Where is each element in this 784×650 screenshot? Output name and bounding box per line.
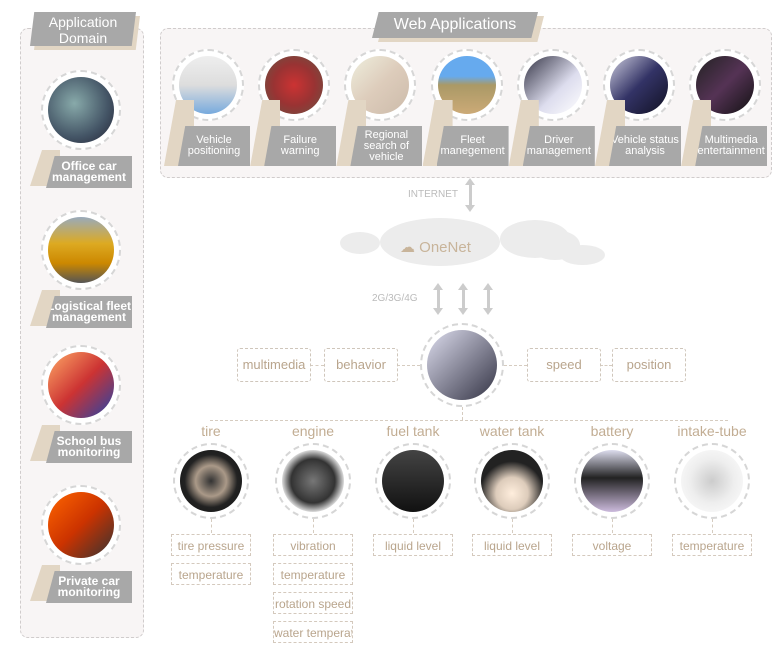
position-box: position	[612, 348, 686, 382]
internet-label: INTERNET	[408, 189, 458, 200]
web-app-label[interactable]: Failure warning	[264, 126, 337, 166]
sensor-tag: rotation speed	[273, 592, 353, 614]
sensor-tag: temperature	[273, 563, 353, 585]
arrow-icon	[433, 283, 443, 315]
private-car-photo	[41, 485, 121, 565]
speed-box: speed	[527, 348, 601, 382]
fleet-photo	[430, 49, 503, 121]
sensor-tag: voltage	[572, 534, 652, 556]
arrow-icon	[465, 178, 475, 212]
arrow-icon	[483, 283, 493, 315]
cloud-icon	[340, 232, 380, 254]
sensor-tag: vibration	[273, 534, 353, 556]
trucks-photo	[41, 210, 121, 290]
web-applications-title: Web Applications	[372, 12, 538, 38]
multimedia-box: multimedia	[237, 348, 311, 382]
behavior-box: behavior	[324, 348, 398, 382]
office-cars-photo	[41, 70, 121, 150]
cloud-logo-icon: ☁	[400, 239, 415, 256]
web-app-label[interactable]: Multimedia entertainment	[695, 126, 768, 166]
truck-photo	[420, 323, 504, 407]
domain-item-label[interactable]: School bus monitoring	[46, 431, 132, 463]
intake-tube-photo	[674, 443, 750, 519]
sensor-name: fuel tank	[386, 423, 440, 439]
sensor-name: intake-tube	[677, 423, 747, 439]
onenet-text: OneNet	[419, 239, 471, 256]
cloud-icon	[530, 230, 580, 260]
sensor-tag: liquid level	[472, 534, 552, 556]
sensor-tag: temperature	[171, 563, 251, 585]
arrow-icon	[458, 283, 468, 315]
web-app-label[interactable]: Fleet manegement	[436, 126, 509, 166]
web-app-label[interactable]: Vehicle status analysis	[609, 126, 681, 166]
sensor-tag: tire pressure	[171, 534, 251, 556]
web-app-label[interactable]: Regional search of vehicle	[350, 126, 423, 166]
sensor-tag: water temperatur	[273, 621, 353, 643]
mobile-network-label: 2G/3G/4G	[372, 293, 418, 304]
school-bus-photo	[41, 345, 121, 425]
sensor-name: tire	[201, 423, 221, 439]
sensor-name: battery	[590, 423, 634, 439]
water-tank-photo	[474, 443, 550, 519]
onenet-label: ☁ OneNet	[400, 238, 471, 256]
cloud-icon	[380, 218, 500, 266]
sensor-tag: temperature	[672, 534, 752, 556]
application-domain-title: Application Domain	[30, 12, 136, 46]
domain-item-label[interactable]: Logistical fleet management	[46, 296, 132, 328]
fuel-tank-photo	[375, 443, 451, 519]
domain-item-label[interactable]: Office car management	[46, 156, 132, 188]
tire-photo	[173, 443, 249, 519]
domain-item-label[interactable]: Private car monitoring	[46, 571, 132, 603]
battery-photo	[574, 443, 650, 519]
web-app-label[interactable]: Vehicle positioning	[178, 126, 250, 166]
engine-photo	[275, 443, 351, 519]
sensor-name: water tank	[479, 423, 545, 439]
sensor-name: engine	[291, 423, 335, 439]
sensor-tag: liquid level	[373, 534, 453, 556]
web-app-label[interactable]: Driver management	[522, 126, 595, 166]
